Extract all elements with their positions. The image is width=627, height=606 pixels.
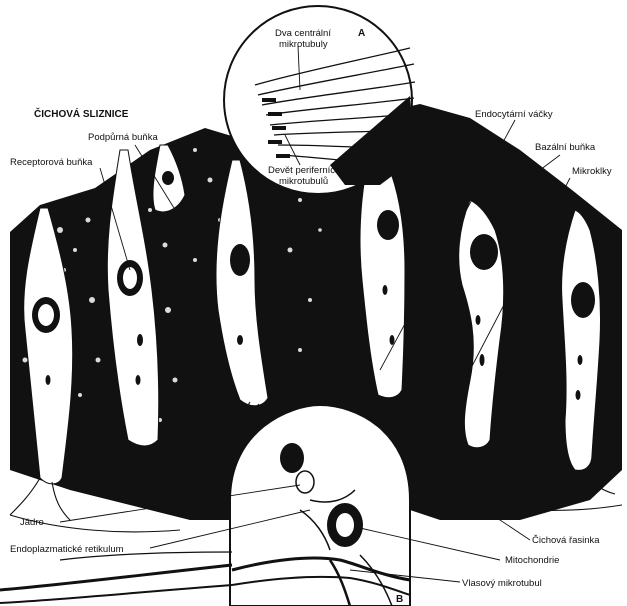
label-nucleus: Jádro [20, 517, 44, 528]
label-support-cell: Podpůrná buňka [88, 132, 158, 143]
label-receptor-cell: Receptorová buňka [10, 157, 93, 168]
label-endocytic-vesicles: Endocytární váčky [475, 109, 553, 120]
outgoing-fibers [0, 552, 232, 603]
inset-b-letter: B [396, 594, 403, 605]
label-microvilli: Mikroklky [572, 166, 612, 177]
label-central-microtubules-1: Dva centrální [275, 28, 331, 39]
page-title: ČICHOVÁ SLIZNICE [34, 107, 129, 120]
label-endoplasmic-reticulum: Endoplazmatické retikulum [10, 544, 124, 555]
label-central-microtubules-2: mikrotubuly [279, 39, 328, 50]
inset-b [230, 405, 410, 606]
label-hair-microtubule: Vlasový mikrotubul [462, 578, 542, 589]
label-peripheral-microtubules-1: Devět periferních [268, 165, 340, 176]
label-mitochondria: Mitochondrie [505, 555, 559, 566]
label-basal-cell: Bazální buňka [535, 142, 596, 153]
inset-a-letter: A [358, 28, 365, 39]
label-olfactory-fiber: Čichová řasinka [532, 535, 600, 546]
label-peripheral-microtubules-2: mikrotubulů [279, 176, 328, 187]
